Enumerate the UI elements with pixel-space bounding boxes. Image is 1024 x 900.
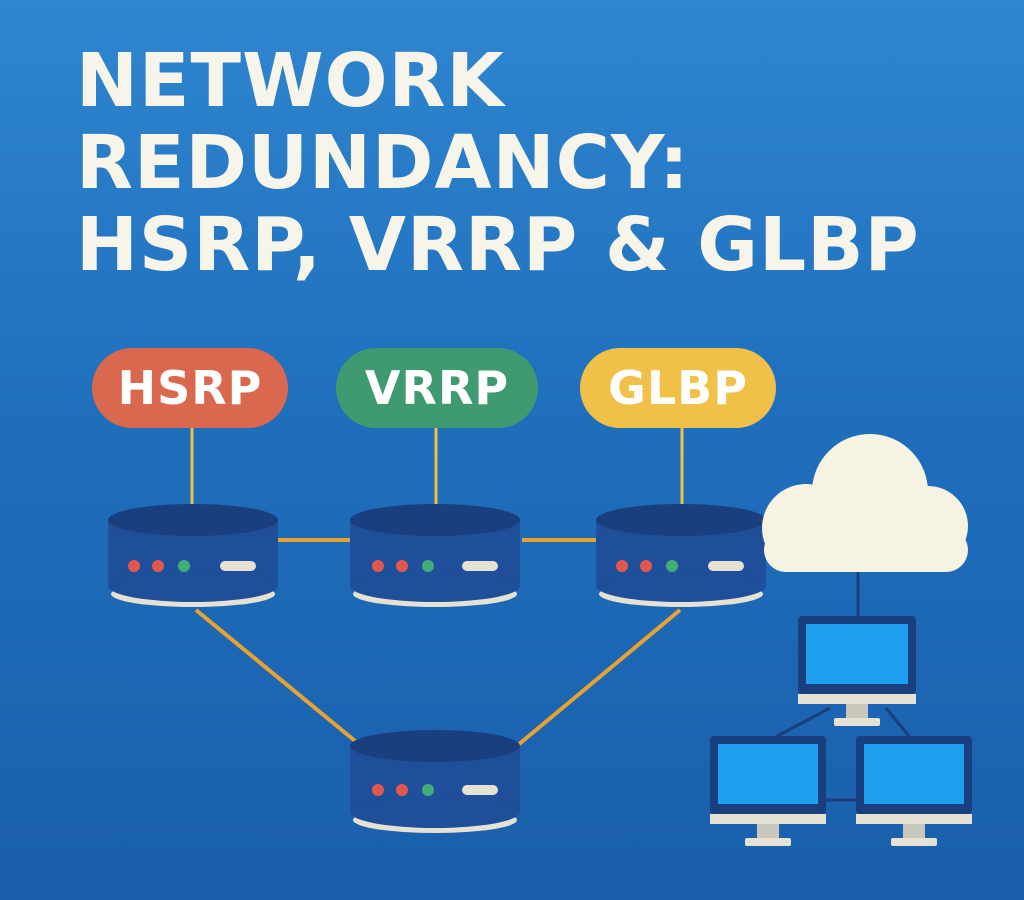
link-r1-r4 — [194, 608, 362, 747]
computer-icon — [710, 736, 826, 846]
link-pc1-pc3 — [884, 707, 914, 741]
title-line-2: REDUNDANCY: — [76, 120, 690, 206]
title-line-3: HSRP, VRRP & GLBP — [76, 202, 920, 288]
link-r3-r4 — [516, 608, 682, 747]
router-icon — [350, 504, 520, 607]
glbp-label: GLBP — [580, 348, 776, 428]
computer-icon — [856, 736, 972, 846]
hsrp-label: HSRP — [92, 348, 288, 428]
router-icon — [350, 730, 520, 833]
link-pc1-pc2 — [769, 706, 831, 742]
computer-icon — [798, 616, 916, 726]
vrrp-label: VRRP — [336, 348, 538, 428]
page-title: NETWORK REDUNDANCY: HSRP, VRRP & GLBP — [76, 40, 920, 286]
router-icon — [108, 504, 278, 607]
router-icon — [596, 504, 766, 607]
cloud-icon — [762, 434, 968, 572]
title-line-1: NETWORK — [76, 38, 505, 124]
